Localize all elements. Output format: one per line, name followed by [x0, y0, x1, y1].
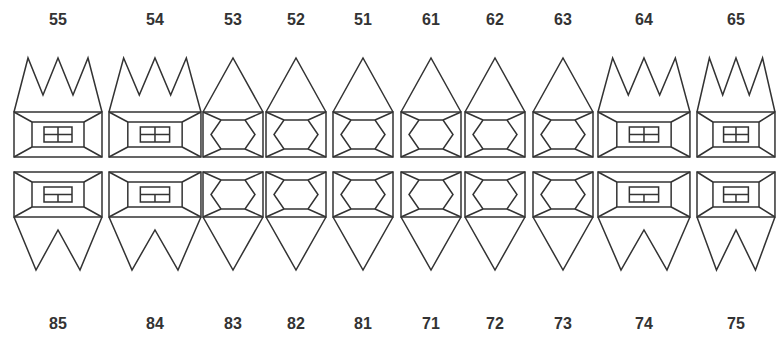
tooth-number: 51: [354, 12, 372, 28]
tooth-number: 62: [486, 12, 504, 28]
tooth-number: 84: [146, 316, 164, 332]
tooth-number: 74: [635, 316, 653, 332]
lower-anterior-tooth: [401, 172, 461, 270]
tooth-number: 85: [49, 316, 67, 332]
lower-molar: [598, 172, 690, 270]
tooth-number: 81: [354, 316, 372, 332]
tooth-number: 73: [554, 316, 572, 332]
lower-anterior-tooth: [203, 172, 263, 270]
upper-molar: [109, 58, 201, 157]
tooth-number: 53: [224, 12, 242, 28]
lower-molar: [14, 172, 102, 270]
lower-molar: [697, 172, 775, 270]
upper-molar: [598, 58, 690, 157]
tooth-number: 75: [727, 316, 745, 332]
lower-anterior-tooth: [533, 172, 593, 270]
lower-molar: [109, 172, 201, 270]
tooth-number: 83: [224, 316, 242, 332]
upper-anterior-tooth: [333, 58, 393, 157]
tooth-number: 72: [486, 316, 504, 332]
upper-anterior-tooth: [203, 58, 263, 157]
upper-anterior-tooth: [266, 58, 326, 157]
lower-anterior-tooth: [465, 172, 525, 270]
tooth-number: 52: [287, 12, 305, 28]
tooth-number: 65: [727, 12, 745, 28]
tooth-number: 64: [635, 12, 653, 28]
upper-molar: [697, 58, 775, 157]
upper-anterior-tooth: [533, 58, 593, 157]
tooth-number: 54: [146, 12, 164, 28]
tooth-number: 61: [422, 12, 440, 28]
lower-anterior-tooth: [333, 172, 393, 270]
upper-anterior-tooth: [401, 58, 461, 157]
upper-molar: [14, 58, 102, 157]
tooth-number: 63: [554, 12, 572, 28]
tooth-number: 71: [422, 316, 440, 332]
tooth-number: 82: [287, 316, 305, 332]
upper-anterior-tooth: [465, 58, 525, 157]
tooth-number: 55: [49, 12, 67, 28]
lower-anterior-tooth: [266, 172, 326, 270]
